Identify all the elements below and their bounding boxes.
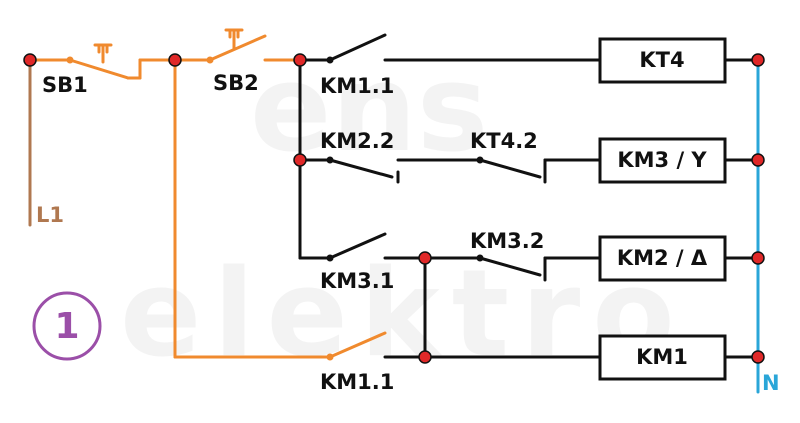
figure-number-badge: 1	[32, 291, 102, 361]
node	[168, 53, 182, 67]
coil-km2: KM2 / Δ	[598, 235, 727, 282]
label-n: N	[762, 371, 780, 395]
contact-dots	[66, 56, 484, 361]
label-sb1: SB1	[42, 73, 88, 97]
node	[418, 350, 432, 364]
node	[751, 53, 765, 67]
coil-km3: KM3 / Y	[598, 137, 727, 184]
label-l1: L1	[36, 203, 64, 227]
label-sb2: SB2	[213, 71, 259, 95]
node	[751, 350, 765, 364]
junction-nodes	[23, 53, 765, 364]
coil-km1-label: KM1	[636, 345, 688, 369]
watermark-top: ens	[250, 40, 488, 179]
coil-km1: KM1	[598, 334, 727, 381]
node	[751, 153, 765, 167]
coil-km2-label: KM2 / Δ	[617, 246, 708, 270]
label-km2-2: KM2.2	[320, 129, 394, 153]
label-km1-1-bottom: KM1.1	[320, 370, 394, 394]
node	[293, 53, 307, 67]
node	[418, 251, 432, 265]
label-kt4-2: KT4.2	[470, 129, 538, 153]
label-km3-2: KM3.2	[470, 229, 544, 253]
coil-kt4: KT4	[598, 37, 727, 84]
coil-km3-label: KM3 / Y	[617, 148, 707, 172]
node	[23, 53, 37, 67]
sb1-to-km1-branch	[173, 58, 387, 359]
node	[751, 251, 765, 265]
node	[293, 153, 307, 167]
watermark-bottom: elektro	[120, 245, 687, 384]
badge-number: 1	[54, 306, 79, 347]
label-km1-1-top: KM1.1	[320, 74, 394, 98]
label-km3-1: KM3.1	[320, 269, 394, 293]
coil-kt4-label: KT4	[639, 48, 684, 72]
